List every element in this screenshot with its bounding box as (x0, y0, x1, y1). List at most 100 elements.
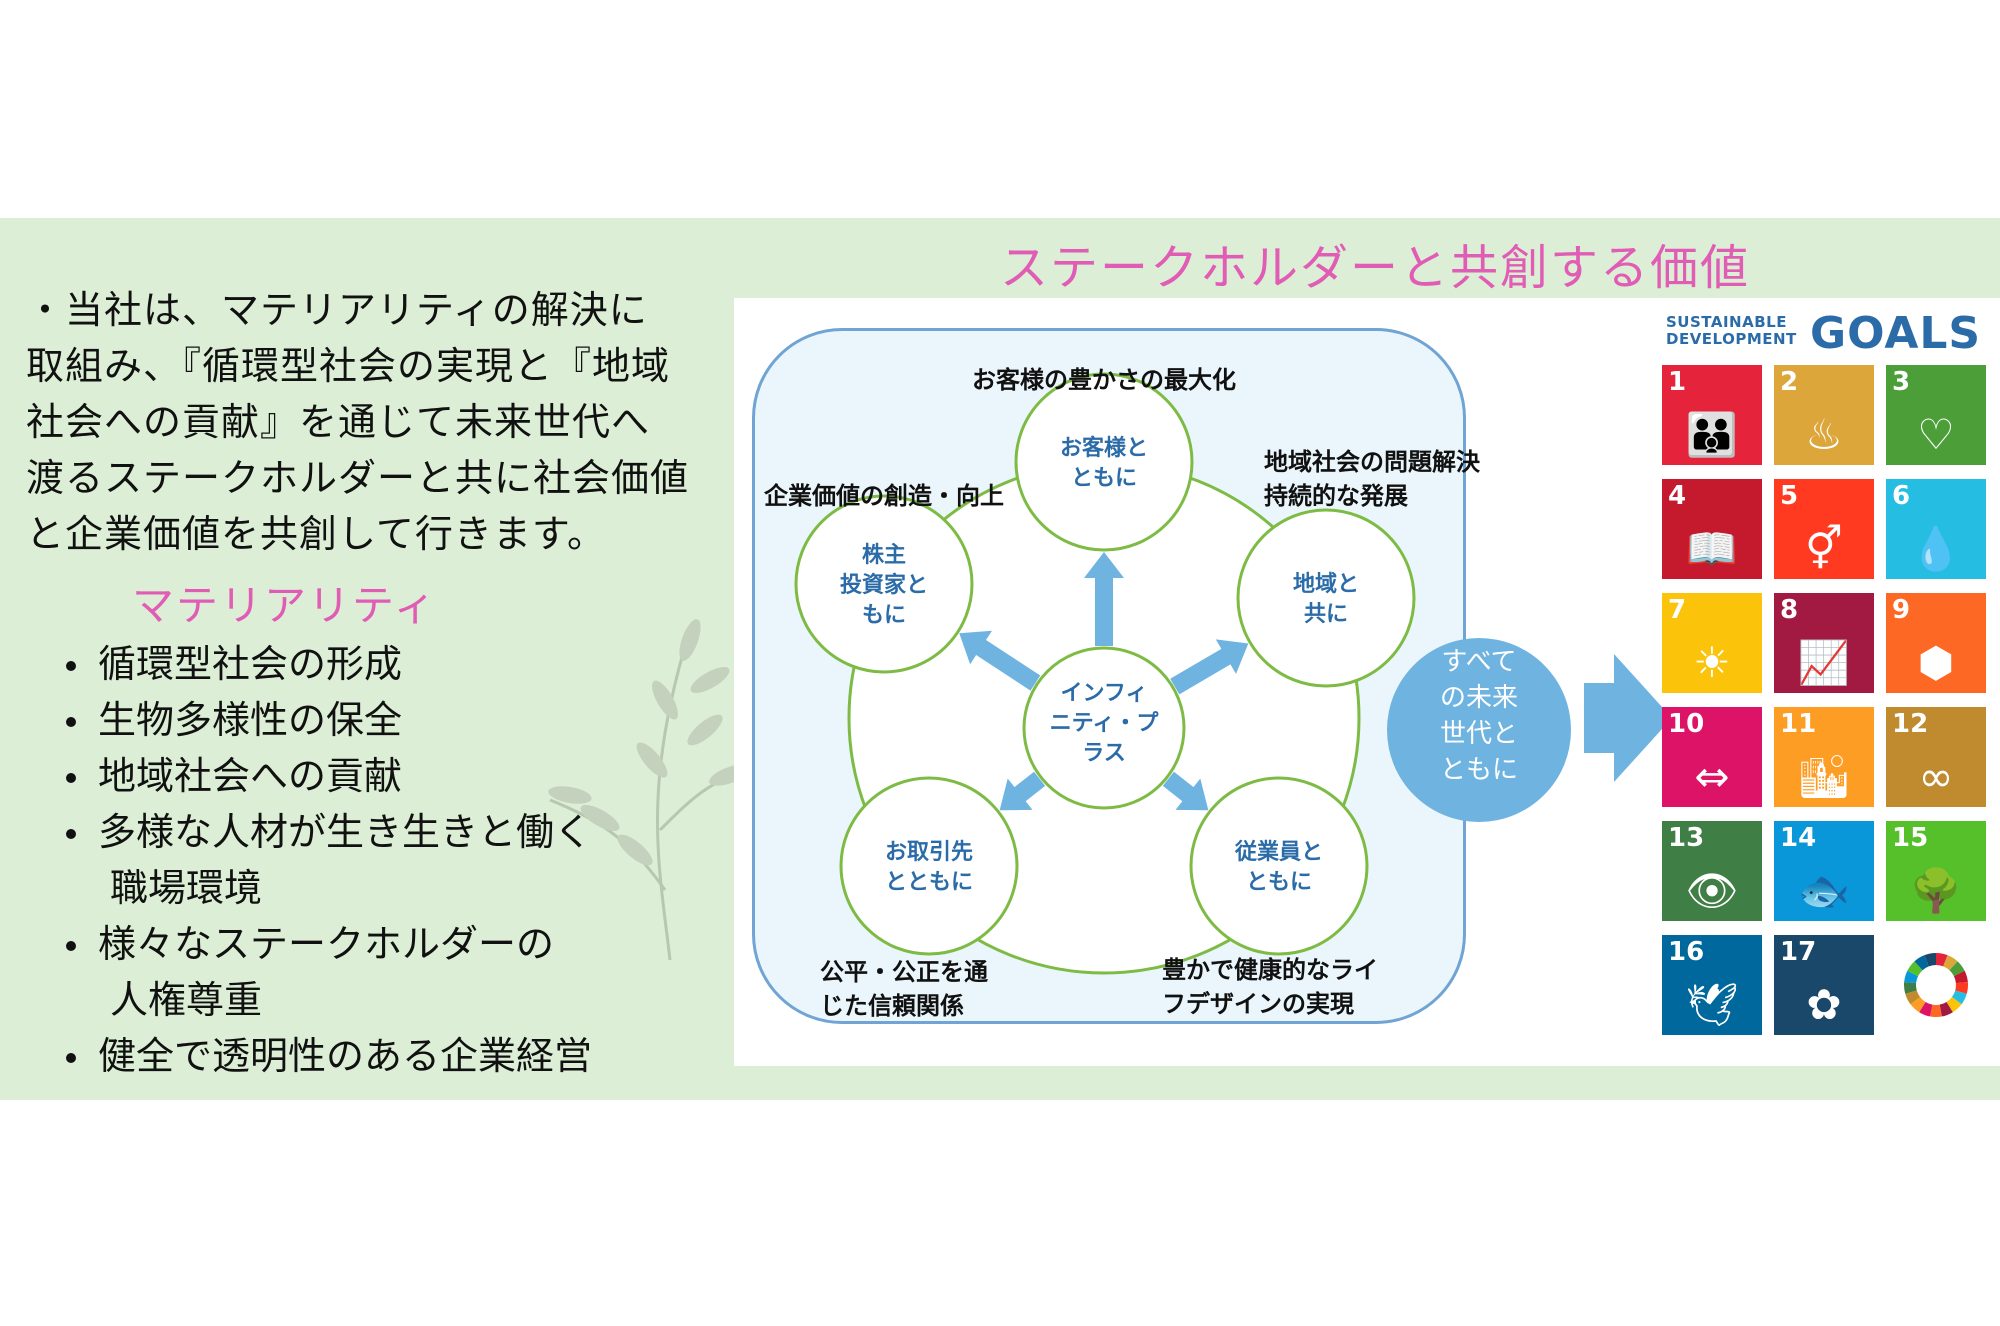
sdg-goal-tile: 14 🐟 (1774, 821, 1874, 921)
water-icon: 💧 (1909, 524, 1963, 573)
node-shareholders (794, 494, 974, 674)
node-label-customers: お客様と (1060, 435, 1148, 461)
sdg-goal-number: 15 (1892, 823, 1929, 853)
node-label-employees: 従業員と (1234, 839, 1323, 865)
sdg-goal-number: 7 (1668, 595, 1687, 625)
eye-earth-icon: 👁 (1685, 866, 1739, 915)
label-partners: 公平・公正を通 (820, 958, 988, 986)
node-label-partners: とともに (885, 870, 973, 895)
intro-paragraph: ・当社は、マテリアリティの解決に 取組み、『循環型社会の実現と『地域 社会への貢… (26, 282, 726, 562)
city-icon: 🏙 (1797, 752, 1851, 801)
node-customers (1014, 372, 1194, 552)
future-label: の未来 (1440, 683, 1518, 713)
label-shareholders: 企業価値の創造・向上 (764, 482, 1004, 510)
intro-line: 社会への貢献』を通じて未来世代へ (26, 400, 651, 444)
sdg-wheel-segment (1910, 997, 1926, 1013)
arrow-shareholders (959, 630, 1041, 691)
people-icon: 👪 (1685, 410, 1739, 459)
label-partners: じた信頼関係 (820, 992, 964, 1020)
center-label: ラス (1082, 741, 1126, 766)
list-item: 健全で透明性のある企業経営 (60, 1028, 592, 1084)
node-label-shareholders: 株主 (862, 543, 906, 568)
fish-icon: 🐟 (1797, 866, 1851, 915)
sdg-goal-tile: 3♡ (1886, 365, 1986, 465)
list-item: 地域社会への貢献 (60, 748, 592, 804)
sdg-goal-number: 17 (1780, 937, 1817, 967)
intro-line: 取組み、『循環型社会の実現と『地域 (26, 344, 671, 388)
sdg-wheel-segment (1953, 970, 1968, 984)
sdg-goal-number: 14 (1780, 823, 1817, 853)
sdg-wheel-segment (1904, 970, 1919, 984)
dove-icon: 🕊 (1685, 980, 1739, 1029)
sdg-wheel-segment (1914, 955, 1929, 971)
sdgs-header-line: DEVELOPMENT (1666, 330, 1797, 348)
flower-icon: ✿ (1806, 980, 1842, 1029)
sdg-goal-tile (1886, 935, 1986, 1035)
arrow-customers (1084, 552, 1124, 646)
sdg-wheel-segment (1905, 990, 1921, 1005)
arrow-partners (999, 771, 1046, 811)
growth-chart-icon: 📈 (1797, 638, 1851, 687)
sdg-goal-tile: 1👪 (1662, 365, 1762, 465)
sdg-goal-number: 1 (1668, 367, 1687, 397)
sdg-wheel-segment (1907, 961, 1923, 977)
arrow-community (1170, 639, 1249, 695)
sdgs-header-line: SUSTAINABLE (1666, 313, 1787, 331)
node-label-shareholders: もに (862, 603, 906, 628)
sdg-goal-tile: 13👁 (1662, 821, 1762, 921)
label-community: 持続的な発展 (1264, 482, 1408, 510)
sdg-goal-tile: 16🕊 (1662, 935, 1762, 1035)
sdg-goal-tile: 5⚥ (1774, 479, 1874, 579)
node-community (1236, 508, 1416, 688)
node-partners (839, 776, 1019, 956)
future-label: ともに (1440, 755, 1518, 785)
sdg-goal-tile: 11🏙 (1774, 707, 1874, 807)
bowl-icon: ♨ (1805, 410, 1843, 459)
label-customers: お客様の豊かさの最大化 (972, 366, 1236, 394)
node-label-partners: お取引先 (885, 840, 973, 865)
future-arrow (1584, 654, 1672, 782)
sdgs-goals-word: GOALS (1810, 308, 1982, 359)
sdg-wheel-segment (1930, 1004, 1942, 1017)
node-label-community: 共に (1304, 602, 1348, 627)
sdg-wheel-segment (1924, 953, 1936, 967)
future-circle (1387, 638, 1571, 822)
sdg-wheel-segment (1946, 997, 1962, 1013)
sdg-goal-tile: 8📈 (1774, 593, 1874, 693)
sdg-wheel-segment (1904, 982, 1917, 994)
cubes-icon: ⬢ (1917, 638, 1955, 687)
center-label: インフィ (1061, 681, 1148, 706)
sdg-goal-number: 10 (1668, 709, 1705, 739)
sdg-goal-tile: 17 ✿ (1774, 935, 1874, 1035)
infinity-icon: ∞ (1918, 752, 1954, 801)
intro-line: 渡るステークホルダーと共に社会価値 (26, 456, 690, 500)
sdg-goal-tile: 10⇔ (1662, 707, 1762, 807)
list-item: 循環型社会の形成 (60, 636, 592, 692)
sun-icon: ☀ (1693, 638, 1731, 687)
sdg-wheel-segment (1939, 1002, 1953, 1017)
node-label-shareholders: 投資家と (840, 572, 928, 598)
node-label-employees: ともに (1246, 870, 1312, 895)
center-circle (1022, 646, 1186, 810)
stakeholder-diagram: インフィニティ・プラスお客様とともに地域と共に従業員とともにお取引先とともに株主… (764, 366, 1672, 1020)
intro-line: ・当社は、マテリアリティの解決に (26, 288, 648, 332)
sdg-goal-tile: 7☀ (1662, 593, 1762, 693)
materiality-title: マテリアリティ (132, 581, 438, 630)
book-icon: 📖 (1685, 524, 1739, 573)
list-item: 様々なステークホルダーの人権尊重 (60, 916, 592, 1028)
sdg-goal-tile: 2♨ (1774, 365, 1874, 465)
sdg-goal-tile: 4📖 (1662, 479, 1762, 579)
label-community: 地域社会の問題解決 (1264, 448, 1481, 476)
future-label: 世代と (1440, 719, 1518, 749)
sdg-goal-tile: 6💧 (1886, 479, 1986, 579)
future-label: すべて (1441, 647, 1516, 677)
node-label-customers: ともに (1071, 466, 1137, 491)
center-label: ニティ・プ (1050, 711, 1160, 736)
node-label-community: 地域と (1293, 571, 1359, 597)
sdg-goal-tile: 9⬢ (1886, 593, 1986, 693)
label-employees: 豊かで健康的なライ (1162, 956, 1378, 984)
tree-icon: 🌳 (1909, 866, 1963, 915)
sdg-wheel-segment (1943, 955, 1958, 971)
arrow-employees (1162, 771, 1209, 811)
materiality-list: 循環型社会の形成 生物多様性の保全 地域社会への貢献 多様な人材が生き生きと働く… (60, 636, 592, 1084)
